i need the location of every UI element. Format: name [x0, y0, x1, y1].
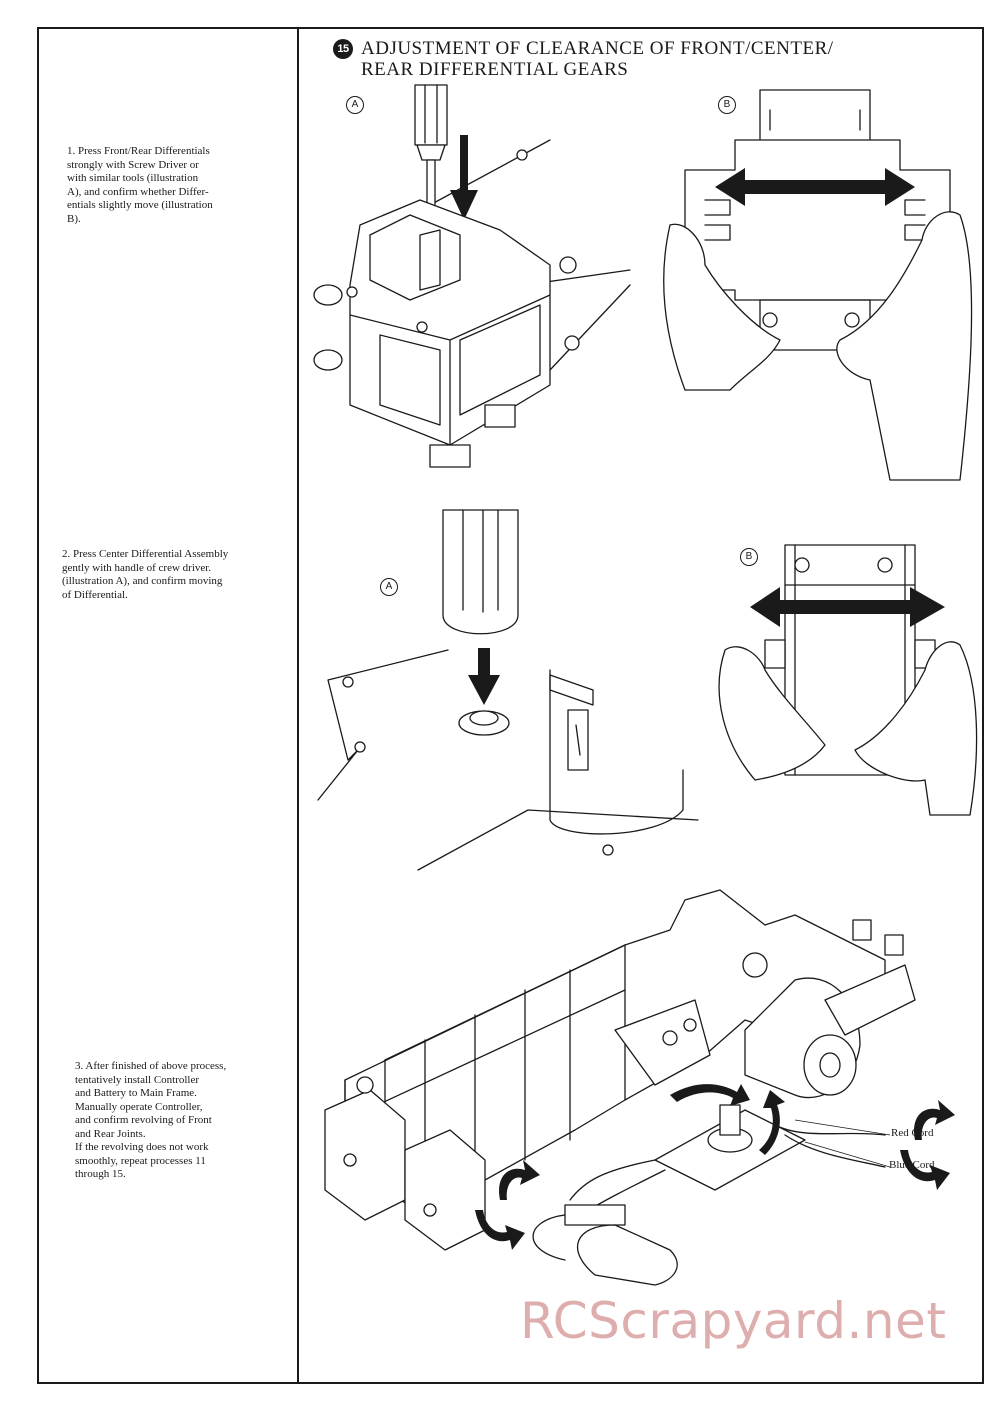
instruction-2: 2. Press Center Differential Assembly ge… [62, 548, 229, 601]
page-title: ADJUSTMENT OF CLEARANCE OF FRONT/CENTER/… [361, 38, 834, 80]
label-2a: A [380, 578, 398, 596]
step-number-badge: 15 [333, 39, 353, 59]
watermark-text: RCScrapyard.net [520, 1292, 947, 1350]
illustration-2b-center-diff-shift [718, 544, 978, 816]
column-divider [297, 27, 299, 1384]
label-2b: B [740, 548, 758, 566]
red-cord-label: Red Cord [891, 1127, 934, 1139]
illustration-2a-center-diff-press [317, 509, 699, 871]
blue-cord-label: Blue Cord [889, 1159, 935, 1171]
page-frame [37, 27, 984, 1384]
illustration-1a-differential-press [313, 84, 631, 468]
illustration-1b-differential-shift [663, 89, 973, 481]
label-1b: B [718, 96, 736, 114]
instruction-3: 3. After finished of above process, tent… [75, 1060, 227, 1180]
label-1a: A [346, 96, 364, 114]
illustration-3-chassis-controller [324, 889, 955, 1286]
instruction-1: 1. Press Front/Rear Differentials strong… [67, 145, 213, 225]
